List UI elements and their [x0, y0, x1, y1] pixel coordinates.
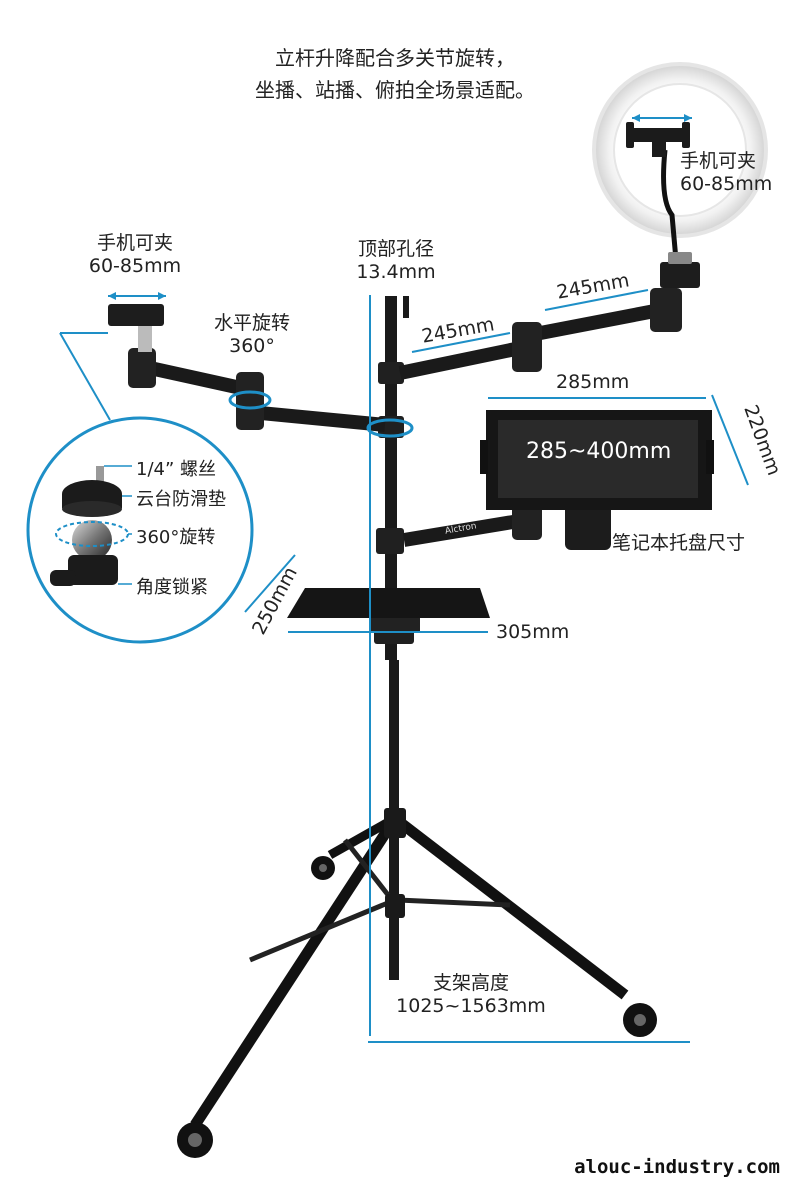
arm-lower-arrow — [411, 332, 511, 353]
top-hole-title: 顶部孔径 — [357, 238, 434, 260]
headline: 立杆升降配合多关节旋转， 坐播、站播、俯拍全场景适配。 — [0, 42, 790, 106]
headline-line-2: 坐播、站播、俯拍全场景适配。 — [255, 78, 535, 102]
rotation-value: 360° — [229, 334, 275, 357]
tray-depth-arrow — [711, 394, 749, 486]
shelf-depth-arrow — [244, 554, 296, 613]
top-hole-value: 13.4mm — [356, 260, 436, 283]
left-arm — [108, 304, 386, 432]
shelf-width: 305mm — [496, 621, 570, 643]
arrowhead-icon — [158, 292, 166, 300]
arrowhead-icon — [632, 114, 640, 122]
tray-width: 285mm — [556, 371, 630, 393]
tray-expand-range: 285~400mm — [526, 439, 672, 464]
stand-height-title: 支架高度 — [432, 972, 509, 994]
inset-rotate-label: 360°旋转 — [136, 527, 216, 548]
right-clamp-range: 60-85mm — [680, 172, 773, 195]
left-clamp-range: 60-85mm — [88, 254, 182, 277]
stand-height-label: 支架高度 1025~1563mm — [386, 972, 556, 1018]
arrowhead-icon — [108, 292, 116, 300]
arrowhead-icon — [684, 114, 692, 122]
rotation-ring-icon — [366, 418, 414, 438]
left-clamp-title: 手机可夹 — [96, 232, 173, 254]
main-pole — [374, 296, 414, 980]
headline-line-1: 立杆升降配合多关节旋转， — [275, 46, 515, 70]
inset-screw-label: 1/4” 螺丝 — [136, 459, 217, 480]
top-hole-label: 顶部孔径 13.4mm — [344, 238, 448, 284]
right-clamp-title: 手机可夹 — [680, 150, 757, 172]
inset-pad-label: 云台防滑垫 — [136, 489, 226, 510]
tripod-base — [177, 808, 657, 1158]
stand-height-value: 1025~1563mm — [396, 994, 546, 1017]
right-upper-arm — [398, 288, 682, 380]
tray-caption: 笔记本托盘尺寸 — [612, 532, 746, 554]
watermark: alouc-industry.com — [574, 1156, 780, 1178]
ball-head-inset — [26, 332, 254, 644]
rotation-title: 水平旋转 — [213, 312, 290, 334]
left-clamp-label: 手机可夹 60-85mm — [80, 232, 190, 278]
arm-upper-arrow — [544, 289, 649, 311]
inset-lock-label: 角度锁紧 — [136, 577, 208, 598]
ring-light — [592, 62, 768, 288]
right-clamp-label: 手机可夹 60-85mm — [680, 150, 772, 196]
lower-shelf — [287, 588, 490, 632]
rotation-label: 水平旋转 360° — [204, 312, 300, 358]
rotation-ring-icon — [228, 390, 272, 410]
laptop-tray-arm — [402, 410, 714, 550]
